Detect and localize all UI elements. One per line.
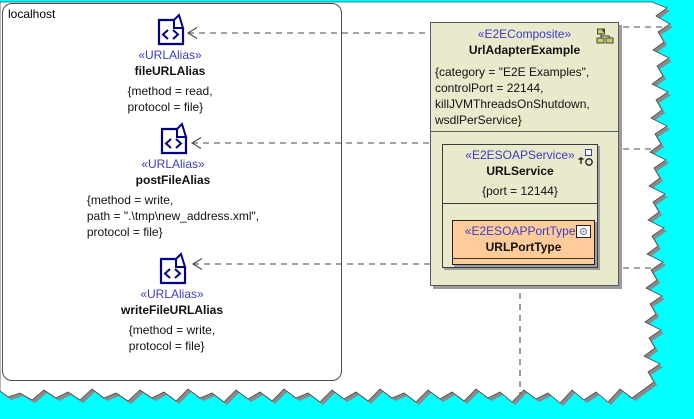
tagged-values: {method = read, protocol = file} — [127, 83, 212, 115]
artifact-fileURLAlias[interactable]: «URLAlias» fileURLAlias {method = read, … — [70, 13, 270, 115]
artifact-document-icon — [157, 13, 184, 46]
tag-line: {method = read, — [127, 84, 213, 98]
stereotype-label: «URLAlias» — [141, 157, 205, 171]
tag-line: {category = "E2E Examples", — [435, 65, 590, 79]
soap-port-icon — [578, 149, 593, 166]
tag-line: wsdlPerService} — [435, 113, 522, 127]
composite-name: UrlAdapterExample — [468, 43, 581, 57]
tag-line: protocol = file} — [86, 225, 163, 239]
dependency-composite-to-postFileAlias[interactable] — [190, 137, 436, 149]
tag-line: killJVMThreadsOnShutdown, — [435, 97, 590, 111]
tag-line: {method = write, — [86, 193, 174, 207]
artifact-name: postFileAlias — [135, 173, 211, 187]
tagged-values: {category = "E2E Examples", controlPort … — [431, 64, 618, 128]
artifact-document-icon — [159, 252, 186, 285]
node-localhost[interactable]: localhost — [2, 3, 342, 381]
porttype-name: URLPortType — [485, 240, 562, 254]
artifact-name: fileURLAlias — [134, 64, 206, 78]
tag-line: path = ".\tmp\new_address.xml", — [86, 209, 260, 223]
interface-class-icon — [576, 225, 591, 238]
compartment-separator — [453, 258, 594, 259]
artifact-name: writeFileURLAlias — [120, 303, 224, 317]
tagged-values: {method = write, path = ".\tmp\new_addre… — [87, 192, 259, 240]
stereotype-label: «URLAlias» — [138, 48, 202, 62]
tag-line: {port = 12144} — [482, 184, 558, 198]
composite-hierarchy-icon — [596, 28, 614, 44]
dependency-composite-to-writeFileURLAlias[interactable] — [191, 258, 436, 270]
tag-line: protocol = file} — [127, 100, 204, 114]
service-name: URLService — [486, 164, 554, 178]
tag-line: controlPort = 22144, — [435, 81, 544, 95]
compartment-separator — [431, 131, 618, 132]
dependency-composite-to-fileURLAlias[interactable] — [186, 27, 436, 39]
stereotype-label: «E2ESOAPPortType» — [464, 224, 583, 238]
stereotype-label: «E2EComposite» — [477, 27, 572, 41]
tagged-values: {method = write, protocol = file} — [129, 322, 215, 354]
compartment-separator — [443, 203, 597, 204]
artifact-postFileAlias[interactable]: «URLAlias» postFileAlias {method = write… — [58, 122, 288, 240]
tag-line: protocol = file} — [128, 339, 205, 353]
artifact-writeFileURLAlias[interactable]: «URLAlias» writeFileURLAlias {method = w… — [62, 252, 282, 354]
node-localhost-label: localhost — [8, 7, 56, 21]
tagged-values: {port = 12144} — [443, 183, 597, 199]
stereotype-label: «E2ESOAPService» — [465, 148, 575, 162]
stereotype-label: «URLAlias» — [140, 287, 204, 301]
artifact-document-icon — [160, 122, 187, 155]
node-porttype-URLPortType[interactable]: «E2ESOAPPortType» URLPortType — [452, 220, 595, 265]
tag-line: {method = write, — [128, 323, 216, 337]
